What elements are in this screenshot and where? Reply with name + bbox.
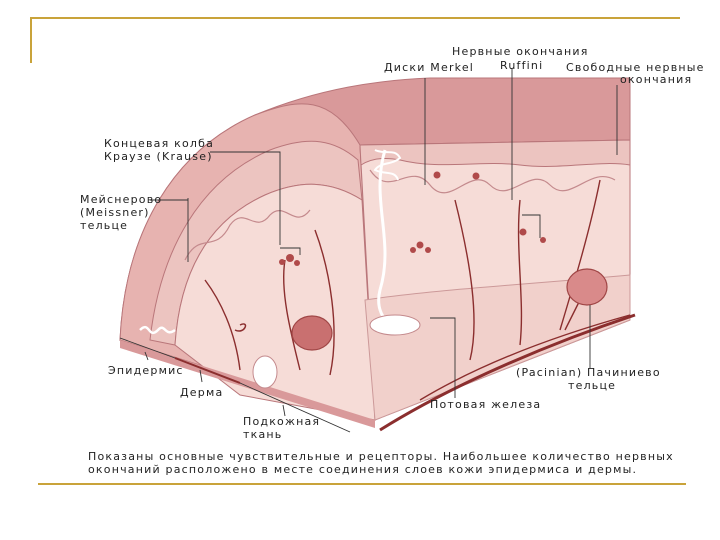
label-meissner-line2: (Meissner) — [80, 207, 150, 219]
label-krause-line2: Краузе (Krause) — [104, 151, 213, 163]
label-krause-line1: Концевая колба — [104, 138, 214, 150]
label-epidermis: Эпидермис — [108, 365, 184, 377]
label-subcutaneous-line2: ткань — [243, 429, 282, 441]
label-ruffini-line1: Нервные окончания — [452, 46, 589, 58]
label-merkel: Диски Merkel — [384, 62, 474, 74]
label-free-nerve-line2: окончания — [620, 74, 692, 86]
label-meissner-line3: тельце — [80, 220, 128, 232]
label-ruffini-line2: Ruffini — [500, 60, 543, 72]
label-pacinian-line1: (Pacinian) Пачиниево — [516, 367, 661, 379]
pacinian-corpuscle — [567, 269, 607, 305]
sweat-gland-coil — [370, 315, 420, 335]
label-sweat-gland: Потовая железа — [430, 399, 541, 411]
label-subcutaneous-line1: Подкожная — [243, 416, 320, 428]
figure-caption: Показаны основные чувствительные и рецеп… — [88, 450, 688, 476]
label-meissner-line1: Мейснерово — [80, 194, 162, 206]
label-dermis: Дерма — [180, 387, 223, 399]
label-pacinian-line2: тельце — [568, 380, 616, 392]
